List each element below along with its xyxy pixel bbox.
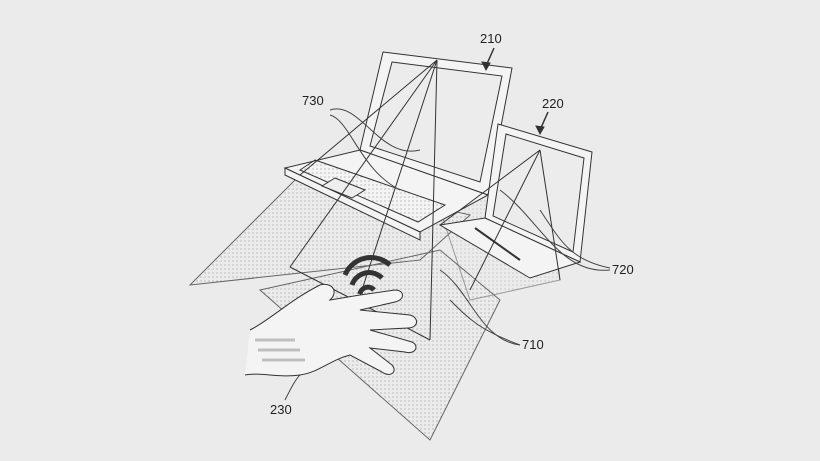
tablet-rays bbox=[439, 149, 561, 291]
label-tablet: 220 bbox=[542, 96, 564, 111]
laptop-rays bbox=[289, 59, 438, 341]
tablet bbox=[438, 123, 593, 279]
wireless-signal-icon bbox=[342, 255, 392, 295]
label-hand-field: 710 bbox=[522, 337, 544, 352]
label-laptop: 210 bbox=[480, 31, 502, 46]
laptop bbox=[283, 51, 513, 241]
label-tablet-field: 720 bbox=[612, 262, 634, 277]
label-hand: 230 bbox=[270, 402, 292, 417]
leader-lines bbox=[284, 108, 611, 401]
hand bbox=[244, 283, 417, 377]
label-laptop-field: 730 bbox=[302, 93, 324, 108]
motion-lines bbox=[255, 338, 305, 362]
